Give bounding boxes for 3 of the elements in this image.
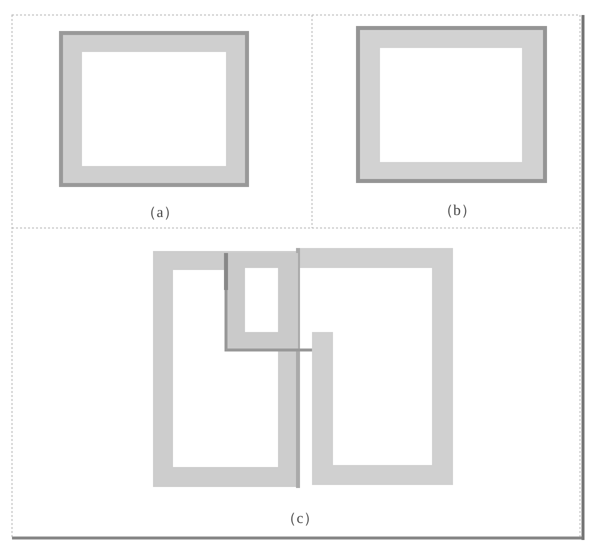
figure-label: （b）: [438, 202, 476, 220]
figure-label: （c）: [282, 510, 318, 528]
figure-label: （a）: [142, 204, 178, 222]
